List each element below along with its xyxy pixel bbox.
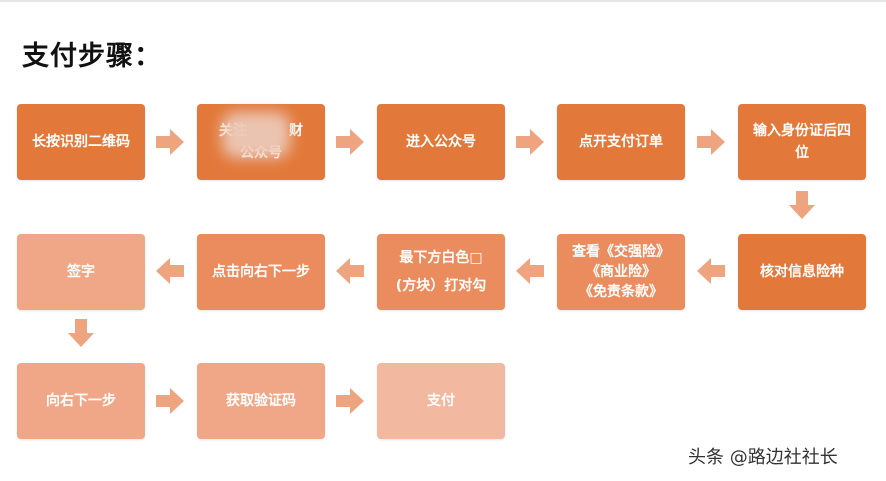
step-4-label: 点开支付订单 — [579, 134, 663, 150]
step-1: 长按识别二维码 — [17, 104, 145, 180]
step-7: 查看《交强险》 《商业险》 《免责条款》 — [557, 234, 685, 310]
step-5: 输入身份证后四 位 — [738, 104, 866, 180]
step-4: 点开支付订单 — [557, 104, 685, 180]
arrow-left-icon — [516, 258, 544, 284]
arrow-down-icon — [68, 319, 94, 347]
arrow-left-icon — [336, 258, 364, 284]
arrow-right-icon — [697, 129, 725, 155]
arrow-right-icon — [336, 129, 364, 155]
step-13: 支付 — [377, 363, 505, 439]
step-12-label: 获取验证码 — [226, 393, 296, 409]
step-1-label: 长按识别二维码 — [32, 134, 130, 150]
step-13-label: 支付 — [427, 393, 455, 409]
step-8: 最下方白色□ (方块）打对勾 — [377, 234, 505, 310]
arrow-right-icon — [336, 388, 364, 414]
arrow-right-icon — [156, 129, 184, 155]
arrow-right-icon — [156, 388, 184, 414]
redaction-blur — [222, 112, 290, 158]
step-10-label: 签字 — [67, 264, 95, 280]
step-9-label: 点击向右下一步 — [212, 264, 310, 280]
arrow-right-icon — [516, 129, 544, 155]
step-12: 获取验证码 — [197, 363, 325, 439]
top-divider — [0, 0, 886, 2]
step-8-label: 最下方白色□ (方块）打对勾 — [395, 250, 487, 294]
arrow-left-icon — [156, 258, 184, 284]
arrow-left-icon — [697, 258, 725, 284]
watermark: 头条 @路边社社长 — [688, 447, 838, 468]
step-6-label: 核对信息险种 — [760, 264, 844, 280]
step-9: 点击向右下一步 — [197, 234, 325, 310]
step-3-label: 进入公众号 — [406, 134, 476, 150]
step-11-label: 向右下一步 — [46, 393, 116, 409]
step-6: 核对信息险种 — [738, 234, 866, 310]
step-7-label: 查看《交强险》 《商业险》 《免责条款》 — [572, 244, 670, 300]
step-10: 签字 — [17, 234, 145, 310]
step-11: 向右下一步 — [17, 363, 145, 439]
step-3: 进入公众号 — [377, 104, 505, 180]
arrow-down-icon — [789, 191, 815, 219]
step-5-label: 输入身份证后四 位 — [753, 123, 851, 161]
page-title: 支付步骤： — [22, 41, 162, 72]
